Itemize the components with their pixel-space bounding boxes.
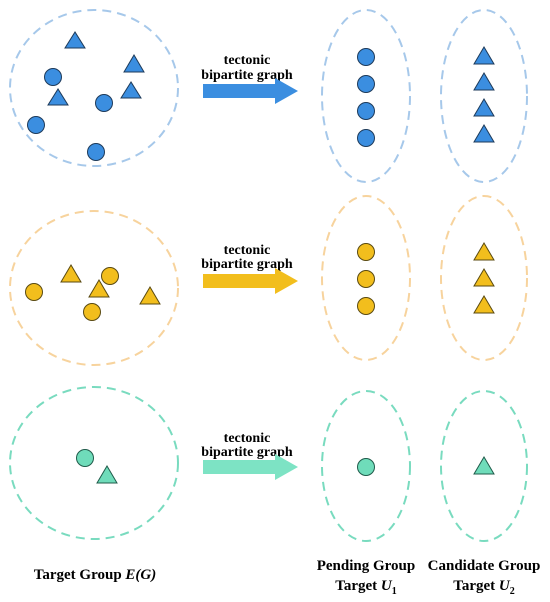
row-teal: tectonic bipartite graph xyxy=(9,386,528,542)
candidate-group-line2: Target U2 xyxy=(418,576,550,602)
arrow-label-line1: tectonic xyxy=(224,243,271,258)
target-group-caption: Target Group E(G) xyxy=(10,565,180,585)
circle-node xyxy=(87,143,105,161)
triangle-node xyxy=(88,279,110,298)
arrow-teal xyxy=(203,454,298,480)
circle-node xyxy=(357,243,375,261)
triangle-node xyxy=(64,31,86,49)
candidate-group-ellipse-yellow xyxy=(440,195,528,361)
triangle-node xyxy=(473,295,495,314)
circle-node xyxy=(357,75,375,93)
triangle-node xyxy=(120,81,142,99)
target-group-ellipse-teal xyxy=(9,386,179,540)
candidate-group-ellipse-blue xyxy=(440,9,528,183)
candidate-group-caption: Candidate Group Target U2 xyxy=(418,556,550,602)
triangle-node xyxy=(473,456,495,475)
row-yellow: tectonic bipartite graph xyxy=(9,195,528,366)
target-group-ellipse-yellow xyxy=(9,210,179,366)
pending-group-line1: Pending Group xyxy=(316,558,416,574)
triangle-node xyxy=(473,98,495,117)
circle-node xyxy=(357,129,375,147)
pending-target-text: Target xyxy=(335,578,381,594)
circle-node xyxy=(83,303,101,321)
arrow-label-line2: bipartite graph xyxy=(201,445,293,460)
pending-group-ellipse-yellow xyxy=(321,195,411,361)
arrow-label-line1: tectonic xyxy=(224,53,271,68)
candidate-target-text: Target xyxy=(453,578,499,594)
pending-group-caption: Pending Group Target U1 xyxy=(296,556,436,602)
triangle-node xyxy=(473,124,495,143)
pending-group-ellipse-blue xyxy=(321,9,411,183)
arrow-label-line1: tectonic xyxy=(224,431,271,446)
circle-node xyxy=(357,102,375,120)
pending-symbol: U xyxy=(380,578,392,594)
triangle-node xyxy=(473,46,495,65)
target-group-symbol: E(G) xyxy=(125,567,157,583)
circle-node xyxy=(27,116,45,134)
pending-group-ellipse-teal xyxy=(321,390,411,542)
circle-node xyxy=(25,283,43,301)
circle-node xyxy=(44,68,62,86)
triangle-node xyxy=(60,264,82,283)
row-blue: tectonic bipartite graph xyxy=(9,9,528,183)
circle-node xyxy=(76,449,94,467)
triangle-node xyxy=(96,465,118,484)
circle-node xyxy=(357,297,375,315)
candidate-group-line1: Candidate Group xyxy=(427,558,541,574)
target-group-text: Target Group xyxy=(33,567,126,583)
circle-node xyxy=(357,270,375,288)
circle-node xyxy=(357,458,375,476)
triangle-node xyxy=(473,268,495,287)
arrow-label-line2: bipartite graph xyxy=(201,257,293,272)
pending-group-line2: Target U1 xyxy=(296,576,436,602)
triangle-node xyxy=(473,72,495,91)
target-group-ellipse-blue xyxy=(9,9,179,167)
candidate-subscript: 2 xyxy=(509,586,515,597)
candidate-group-ellipse-teal xyxy=(440,390,528,542)
triangle-node xyxy=(139,286,161,305)
arrow-blue xyxy=(203,78,298,104)
arrow-yellow xyxy=(203,268,298,294)
circle-node xyxy=(101,267,119,285)
arrow-label-line2: bipartite graph xyxy=(201,68,293,83)
pending-subscript: 1 xyxy=(391,586,397,597)
triangle-node xyxy=(473,242,495,261)
triangle-node xyxy=(47,88,69,106)
circle-node xyxy=(357,48,375,66)
circle-node xyxy=(95,94,113,112)
triangle-node xyxy=(123,54,145,73)
candidate-symbol: U xyxy=(498,578,510,594)
